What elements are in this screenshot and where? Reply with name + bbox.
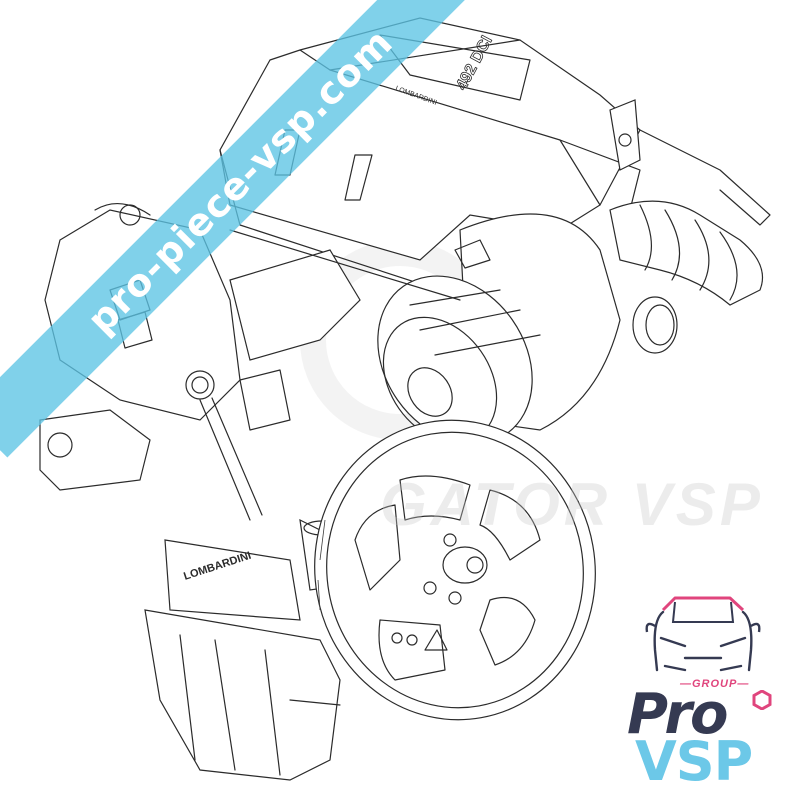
air-filter-housing [377,213,621,445]
ghost-watermark-text: GATOR VSP [380,471,764,538]
provsp-logo: —GROUP— Pro VSP [615,590,785,793]
car-outline-icon [645,596,761,672]
logo-pro-text: Pro [627,682,728,747]
air-intake-hose [609,99,771,354]
logo-vsp-text: VSP [635,730,753,793]
flywheel [314,419,596,721]
hex-nut-icon [752,690,772,710]
logo-group-label: —GROUP— [680,678,750,690]
